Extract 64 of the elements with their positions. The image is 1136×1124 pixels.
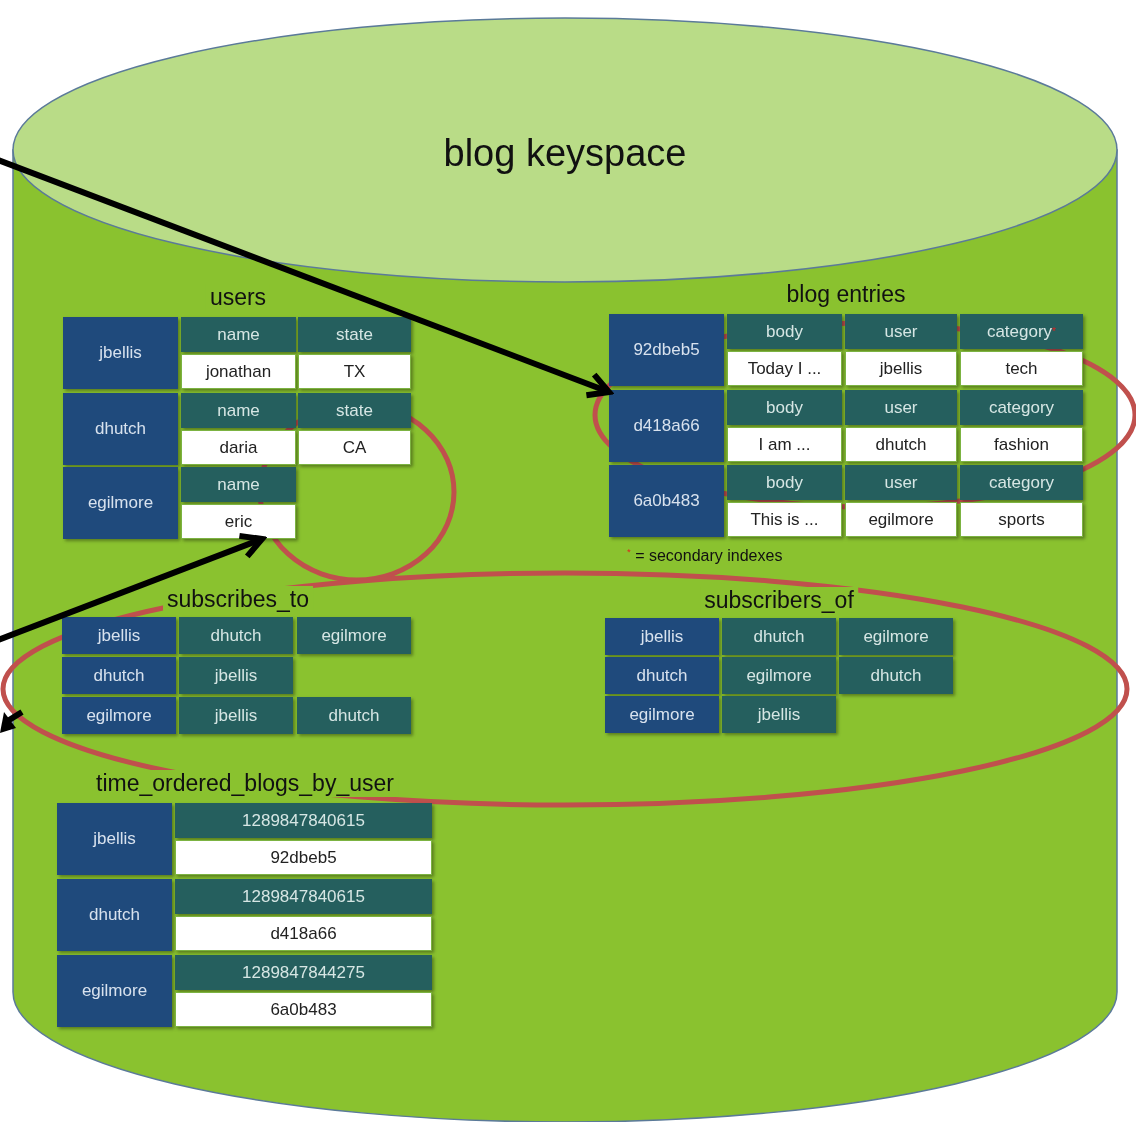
row-key-cell: 92dbeb5 xyxy=(609,314,724,386)
row-key-cell: jbellis xyxy=(62,617,176,654)
column-value-cell: sports xyxy=(960,502,1083,537)
column-name-cell: category xyxy=(960,390,1083,425)
row-key-cell: dhutch xyxy=(62,657,176,694)
column-cell: jbellis xyxy=(179,657,293,694)
column-value-cell: eric xyxy=(181,504,296,539)
arrow xyxy=(0,157,612,399)
column-value-cell: 92dbeb5 xyxy=(175,840,432,875)
column-name-cell: 1289847844275 xyxy=(175,955,432,990)
column-name-cell: name xyxy=(181,393,296,428)
row-key-cell: 6a0b483 xyxy=(609,465,724,537)
column-value-cell: 6a0b483 xyxy=(175,992,432,1027)
column-name-cell: category$^{*}$ xyxy=(960,314,1083,349)
column-name-cell: body xyxy=(727,465,842,500)
column-name-cell: user xyxy=(845,314,957,349)
column-value-cell: jbellis xyxy=(845,351,957,386)
column-name-cell: name xyxy=(181,317,296,352)
column-cell: dhutch xyxy=(297,697,411,734)
column-cell: dhutch xyxy=(722,618,836,655)
row-key-cell: egilmore xyxy=(57,955,172,1027)
column-name-cell: state xyxy=(298,393,411,428)
arrow xyxy=(0,532,265,643)
column-value-cell: jonathan xyxy=(181,354,296,389)
column-cell: egilmore xyxy=(297,617,411,654)
column-name-cell: user xyxy=(845,390,957,425)
column-cell: jbellis xyxy=(722,696,836,733)
column-name-cell: body xyxy=(727,314,842,349)
row-key-cell: jbellis xyxy=(605,618,719,655)
table-title: subscribes_to xyxy=(163,586,313,613)
column-value-cell: dhutch xyxy=(845,427,957,462)
column-value-cell: egilmore xyxy=(845,502,957,537)
column-value-cell: fashion xyxy=(960,427,1083,462)
footnote: $^{*}$ = secondary indexes xyxy=(627,546,783,566)
row-key-cell: egilmore xyxy=(605,696,719,733)
column-name-cell: 1289847840615 xyxy=(175,879,432,914)
column-name-cell: 1289847840615 xyxy=(175,803,432,838)
column-value-cell: daria xyxy=(181,430,296,465)
column-cell: egilmore xyxy=(839,618,953,655)
column-value-cell: This is ... xyxy=(727,502,842,537)
column-name-cell: body xyxy=(727,390,842,425)
column-name-cell: user xyxy=(845,465,957,500)
row-key-cell: egilmore xyxy=(63,467,178,539)
column-value-cell: d418a66 xyxy=(175,916,432,951)
column-cell: jbellis xyxy=(179,697,293,734)
row-key-cell: dhutch xyxy=(57,879,172,951)
column-value-cell: I am ... xyxy=(727,427,842,462)
column-value-cell: TX xyxy=(298,354,411,389)
column-cell: dhutch xyxy=(179,617,293,654)
column-name-cell: state xyxy=(298,317,411,352)
column-name-cell: category xyxy=(960,465,1083,500)
row-key-cell: jbellis xyxy=(57,803,172,875)
row-key-cell: dhutch xyxy=(63,393,178,465)
row-key-cell: egilmore xyxy=(62,697,176,734)
column-value-cell: CA xyxy=(298,430,411,465)
row-key-cell: jbellis xyxy=(63,317,178,389)
keyspace-title: blog keyspace xyxy=(442,132,688,175)
column-value-cell: tech xyxy=(960,351,1083,386)
row-key-cell: dhutch xyxy=(605,657,719,694)
column-value-cell: Today I ... xyxy=(727,351,842,386)
row-key-cell: d418a66 xyxy=(609,390,724,462)
column-name-cell: name xyxy=(181,467,296,502)
column-cell: egilmore xyxy=(722,657,836,694)
column-cell: dhutch xyxy=(839,657,953,694)
